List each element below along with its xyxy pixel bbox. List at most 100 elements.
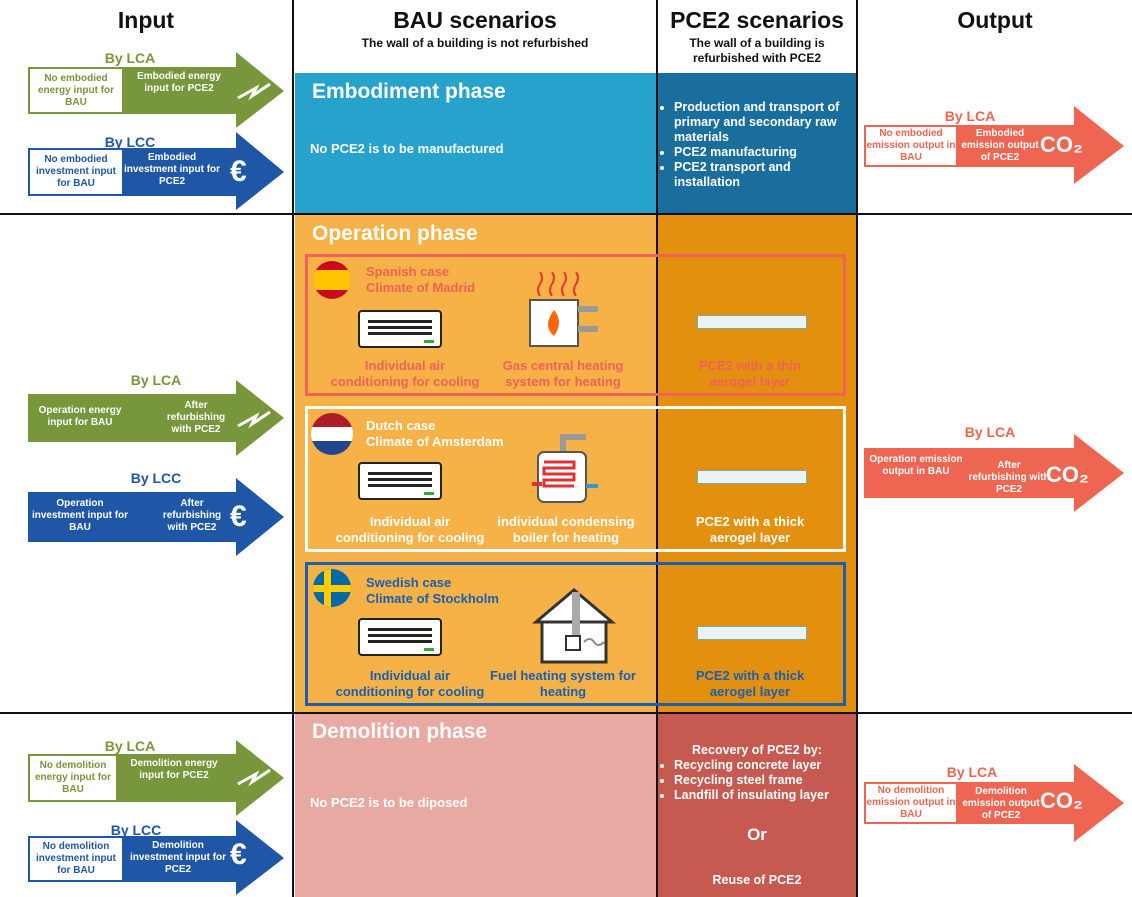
euro-icon: € bbox=[230, 155, 247, 188]
demolition-output-lca-label: By LCA bbox=[946, 764, 998, 780]
embodiment-output-lca-arrow bbox=[864, 106, 1124, 184]
divider-operation bbox=[0, 712, 1132, 714]
embodiment-pce2-item: Production and transport of primary and … bbox=[674, 100, 850, 145]
lightning-icon bbox=[237, 410, 271, 429]
demolition-input-lcc-label: By LCC bbox=[110, 822, 162, 838]
embodiment-input-lcc-right: Embodied investment input for PCE2 bbox=[123, 152, 221, 187]
co2-icon: CO₂ bbox=[1040, 132, 1083, 157]
dutch-cooling-caption: Individual air conditioning for cooling bbox=[335, 514, 485, 545]
operation-input-lcc-label: By LCC bbox=[130, 470, 182, 486]
demolition-output-lca-right: Demolition emission output of PCE2 bbox=[962, 786, 1040, 821]
demolition-input-lcc-left: No demolition investment input for BAU bbox=[35, 841, 116, 876]
demolition-output-lca-left: No demolition emission output in BAU bbox=[866, 785, 956, 820]
spanish-heating-caption: Gas central heating system for heating bbox=[502, 358, 624, 389]
embodiment-input-lca-right: Embodied energy input for PCE2 bbox=[137, 71, 221, 94]
dutch-pce2-caption: PCE2 with a thick aerogel layer bbox=[695, 514, 805, 545]
demolition-reuse: Reuse of PCE2 bbox=[712, 873, 802, 887]
demolition-phase-title: Demolition phase bbox=[312, 720, 488, 743]
operation-input-lcc-arrow bbox=[28, 478, 284, 556]
demolition-bau-text: No PCE2 is to be diposed bbox=[310, 795, 468, 810]
divider-embodiment bbox=[0, 213, 1132, 215]
divider-input bbox=[292, 0, 294, 897]
bau-subtitle: The wall of a building is not refurbishe… bbox=[361, 36, 589, 50]
demolition-input-lcc-right: Demolition investment input for PCE2 bbox=[129, 840, 227, 875]
air-conditioner-icon bbox=[358, 618, 442, 656]
sweden-flag-icon bbox=[313, 569, 351, 607]
spanish-case-climate: Climate of Madrid bbox=[366, 280, 476, 295]
spanish-case-box bbox=[305, 254, 846, 396]
embodiment-bau-text: No PCE2 is to be manufactured bbox=[310, 141, 504, 156]
spain-flag-icon bbox=[313, 261, 351, 299]
spanish-cooling-caption: Individual air conditioning for cooling bbox=[330, 358, 480, 389]
demolition-pce2-heading: Recovery of PCE2 by: bbox=[692, 743, 822, 757]
demolition-pce2-item: Recycling steel frame bbox=[674, 773, 854, 788]
spanish-case-title: Spanish case Climate of Madrid bbox=[366, 264, 475, 296]
pce2-header: PCE2 scenarios The wall of a building is… bbox=[658, 6, 856, 66]
operation-input-lca-label: By LCA bbox=[130, 372, 182, 388]
pce2-title: PCE2 scenarios bbox=[670, 7, 844, 33]
swedish-case-climate: Climate of Stockholm bbox=[366, 591, 499, 606]
co2-icon: CO₂ bbox=[1040, 788, 1083, 813]
dutch-case-title: Dutch case Climate of Amsterdam bbox=[366, 418, 504, 450]
lightning-icon bbox=[237, 768, 271, 787]
embodiment-output-lca-left: No embodied emission output in BAU bbox=[866, 128, 956, 163]
embodiment-phase-title: Embodiment phase bbox=[312, 80, 506, 103]
demolition-pce2-item: Landfill of insulating layer bbox=[674, 788, 854, 803]
demolition-bau-area bbox=[295, 714, 657, 897]
embodiment-pce2-item: PCE2 manufacturing bbox=[674, 145, 850, 160]
dutch-case-name: Dutch case bbox=[366, 418, 436, 433]
operation-input-lcc-right: After refurbishing with PCE2 bbox=[162, 498, 222, 533]
output-header: Output bbox=[858, 6, 1132, 34]
demolition-input-lcc-arrow bbox=[28, 820, 284, 895]
input-title: Input bbox=[117, 7, 175, 33]
spanish-case-name: Spanish case bbox=[366, 264, 450, 279]
swedish-case-box bbox=[305, 562, 846, 706]
embodiment-input-lca-label: By LCA bbox=[104, 50, 156, 66]
demolition-input-lca-arrow bbox=[28, 740, 284, 816]
air-conditioner-icon bbox=[358, 462, 442, 500]
dutch-heating-caption: individual condensing boiler for heating bbox=[497, 514, 635, 545]
operation-output-lca-label: By LCA bbox=[964, 424, 1016, 440]
operation-output-lca-arrow bbox=[864, 434, 1124, 512]
gas-heater-icon bbox=[529, 271, 598, 347]
co2-icon: CO₂ bbox=[1046, 462, 1089, 487]
demolition-input-lca-label: By LCA bbox=[104, 738, 156, 754]
embodiment-input-lcc-arrow bbox=[28, 132, 284, 210]
bau-title: BAU scenarios bbox=[393, 7, 557, 33]
spanish-pce2-caption: PCE2 with a thin aerogel layer bbox=[699, 358, 801, 389]
embodiment-pce2-list: Production and transport of primary and … bbox=[660, 100, 850, 190]
demolition-pce2-list: Recycling concrete layer Recycling steel… bbox=[660, 758, 854, 803]
euro-icon: € bbox=[230, 838, 247, 871]
embodiment-pce2-area bbox=[657, 73, 857, 213]
demolition-pce2-area bbox=[657, 714, 857, 897]
swedish-case-title: Swedish case Climate of Stockholm bbox=[366, 575, 499, 607]
embodiment-pce2-item: PCE2 transport and installation bbox=[674, 160, 850, 190]
operation-phase-title: Operation phase bbox=[312, 222, 478, 245]
embodiment-input-lca-left: No embodied energy input for BAU bbox=[37, 72, 115, 108]
pce2-panel-icon bbox=[697, 470, 807, 484]
embodiment-bau-area bbox=[295, 73, 657, 213]
demolition-or: Or bbox=[747, 825, 767, 844]
pce2-panel-icon bbox=[697, 626, 807, 640]
input-header: Input bbox=[0, 6, 292, 34]
swedish-case-name: Swedish case bbox=[366, 575, 452, 590]
divider-bau bbox=[656, 0, 658, 897]
embodiment-input-lcc-label: By LCC bbox=[104, 134, 156, 150]
swedish-heating-caption: Fuel heating system for heating bbox=[490, 668, 636, 699]
condensing-boiler-icon bbox=[532, 434, 598, 503]
pce2-panel-icon bbox=[697, 315, 807, 329]
swedish-cooling-caption: Individual air conditioning for cooling bbox=[335, 668, 485, 699]
euro-icon: € bbox=[230, 500, 247, 533]
embodiment-output-lca-right: Embodied emission output of PCE2 bbox=[961, 128, 1039, 163]
dutch-case-box bbox=[305, 406, 846, 552]
embodiment-input-lcc-left: No embodied investment input for BAU bbox=[35, 154, 116, 189]
operation-input-lca-arrow bbox=[28, 380, 284, 456]
demolition-output-lca-arrow bbox=[864, 764, 1124, 842]
demolition-input-lca-right: Demolition energy input for PCE2 bbox=[130, 758, 218, 781]
embodiment-input-lca-arrow bbox=[28, 52, 284, 128]
fuel-heating-house-icon bbox=[531, 588, 617, 664]
bau-header: BAU scenarios The wall of a building is … bbox=[294, 6, 656, 51]
demolition-input-lca-left: No demolition energy input for BAU bbox=[34, 760, 112, 795]
operation-output-lca-left: Operation emission output in BAU bbox=[869, 454, 963, 477]
operation-input-lca-right: After refurbishing with PCE2 bbox=[166, 400, 226, 435]
